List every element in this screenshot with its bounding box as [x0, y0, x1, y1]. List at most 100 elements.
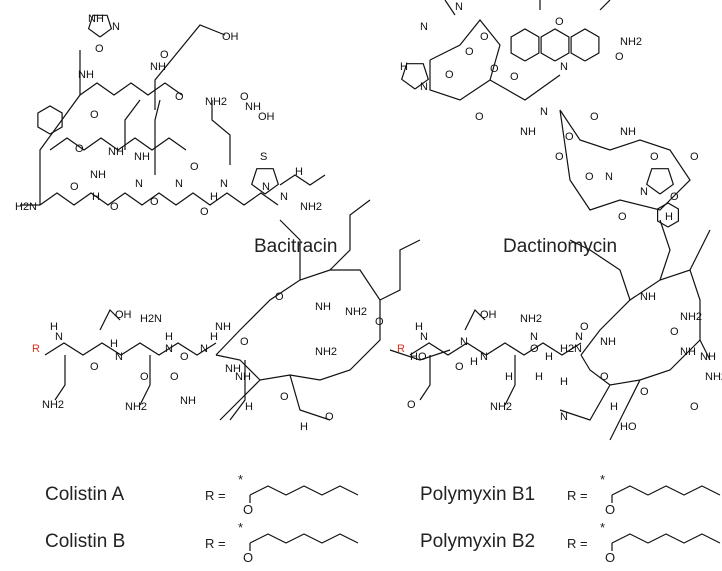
atom-label: O	[445, 69, 454, 81]
atom-label: H	[545, 351, 553, 363]
atom-label: NH	[640, 291, 656, 303]
bond	[219, 379, 261, 421]
atom-label: NH	[225, 363, 241, 375]
carbonyl-o: O	[243, 502, 254, 517]
atom-label: H	[92, 191, 100, 203]
phenoxazine-ring	[540, 28, 570, 62]
atom-label: O	[480, 31, 489, 43]
atom-label: H	[560, 376, 568, 388]
atom-label: O	[530, 343, 539, 355]
atom-label: O	[200, 206, 209, 218]
atom-label: O	[110, 201, 119, 213]
r-equals-colistin-a: R =	[205, 488, 226, 503]
polymyxin-b2-label: Polymyxin B2	[420, 531, 536, 552]
cyclic-bond	[215, 269, 381, 381]
atom-label: O	[600, 371, 609, 383]
bond	[559, 384, 611, 421]
atom-label: N	[530, 331, 538, 343]
atom-label: N	[200, 343, 208, 355]
atom-label: O	[180, 351, 189, 363]
atom-label: O	[70, 181, 79, 193]
atom-label: N	[420, 331, 428, 343]
atom-label: O	[690, 401, 699, 413]
backbone-bond	[409, 342, 582, 356]
atom-label: NH	[215, 321, 231, 333]
thiazoline-ring	[250, 168, 280, 195]
atom-label: NH	[134, 151, 150, 163]
atom-label: NH2	[315, 346, 337, 358]
acyl-chain-bond	[611, 485, 721, 496]
bond	[139, 355, 151, 406]
atom-label: NH2	[490, 401, 512, 413]
atom-label: HO	[410, 351, 427, 363]
colistin-b-label: Colistin B	[45, 531, 126, 552]
acyl-chain-bond	[611, 533, 721, 544]
attachment-star: *	[600, 472, 606, 487]
atom-label: O	[375, 316, 384, 328]
atom-label: N	[112, 21, 120, 33]
atom-label: O	[590, 111, 599, 123]
atom-label: NH	[620, 126, 636, 138]
atom-label: NH	[78, 69, 94, 81]
atom-label: O	[325, 411, 334, 423]
polymyxin-b1-label: Polymyxin B1	[420, 484, 536, 505]
atom-label: H	[210, 191, 218, 203]
atom-label: O	[240, 91, 249, 103]
atom-label: N	[420, 81, 428, 93]
atom-label: O	[280, 391, 289, 403]
atom-label: H	[535, 371, 543, 383]
atom-label: N	[540, 106, 548, 118]
bond	[289, 374, 331, 421]
atom-label: H	[300, 421, 308, 433]
atom-label: O	[555, 16, 564, 28]
r-group-label: R	[397, 343, 405, 355]
lactone-ring-bond	[559, 109, 691, 211]
bond	[489, 74, 561, 101]
atom-label: N	[420, 21, 428, 33]
carbonyl-o: O	[605, 502, 616, 517]
carbonyl-o: O	[605, 550, 616, 565]
atom-label: O	[580, 321, 589, 333]
bond	[389, 349, 451, 361]
atom-label: O	[585, 171, 594, 183]
atom-label: H	[400, 61, 408, 73]
atom-label: O	[670, 326, 679, 338]
atom-label: NH	[90, 169, 106, 181]
atom-label: N	[605, 171, 613, 183]
dactinomycin-label: Dactinomycin	[503, 236, 618, 257]
atom-label: H	[665, 211, 673, 223]
bond	[124, 99, 141, 150]
atom-label: O	[95, 43, 104, 55]
atom-label: NH	[150, 61, 166, 73]
atom-label: N	[262, 181, 270, 193]
atom-label: O	[275, 291, 284, 303]
atom-label: N	[135, 178, 143, 190]
atom-label: O	[615, 51, 624, 63]
bond	[699, 339, 711, 361]
atom-label: H	[50, 321, 58, 333]
lactone-ring-bond	[429, 19, 501, 101]
atom-label: O	[650, 151, 659, 163]
atom-label: O	[565, 131, 574, 143]
bond	[689, 229, 711, 271]
atom-label: NH2	[680, 311, 702, 323]
atom-label: H	[295, 166, 303, 178]
bond	[154, 24, 226, 110]
bond	[609, 379, 641, 441]
atom-label: O	[407, 399, 416, 411]
atom-label: H	[110, 338, 118, 350]
atom-label: H2N	[15, 201, 37, 213]
atom-label: H	[415, 321, 423, 333]
atom-label: NH2	[345, 306, 367, 318]
bond	[659, 219, 671, 281]
attachment-star: *	[600, 520, 606, 535]
atom-label: OH	[115, 309, 132, 321]
r-equals-polymyxin-b2: R =	[567, 536, 588, 551]
atom-label: N	[560, 61, 568, 73]
atom-label: N	[455, 1, 463, 13]
bond	[379, 239, 421, 301]
atom-label: H	[165, 331, 173, 343]
phenoxazine-ring	[510, 28, 540, 62]
bond	[569, 239, 631, 301]
phenyl-ring	[656, 202, 680, 228]
